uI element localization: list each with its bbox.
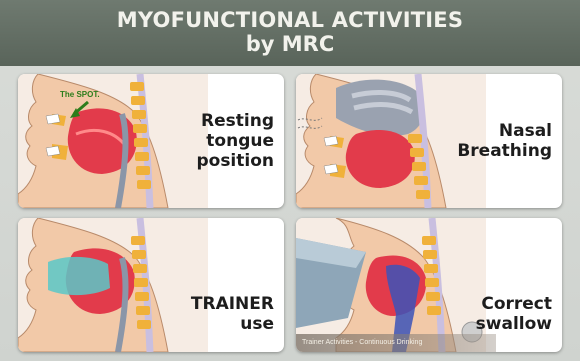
page-title: MYOFUNCTIONAL ACTIVITIES: [0, 0, 580, 32]
card-label-text: Resting tongue position: [196, 111, 274, 171]
card-label: TRAINER use: [191, 218, 274, 352]
card-label: Nasal Breathing: [457, 74, 552, 208]
card-label-text: Correct swallow: [476, 294, 552, 334]
card-resting-tongue[interactable]: The SPOT. Resting tongue position: [18, 74, 284, 208]
activities-grid: The SPOT. Resting tongue position: [18, 74, 562, 352]
card-label-text: Nasal Breathing: [457, 121, 552, 161]
card-nasal-breathing[interactable]: Nasal Breathing: [296, 74, 562, 208]
spot-annotation: The SPOT.: [60, 90, 100, 99]
video-caption: Trainer Activities - Continuous Drinking: [296, 334, 496, 352]
card-correct-swallow[interactable]: Trainer Activities - Continuous Drinking…: [296, 218, 562, 352]
card-label: Resting tongue position: [196, 74, 274, 208]
card-label-text: TRAINER use: [191, 294, 274, 334]
header: MYOFUNCTIONAL ACTIVITIES by MRC: [0, 0, 580, 66]
page-subtitle: by MRC: [0, 32, 580, 56]
card-label: Correct swallow: [476, 218, 552, 352]
card-trainer-use[interactable]: TRAINER use: [18, 218, 284, 352]
